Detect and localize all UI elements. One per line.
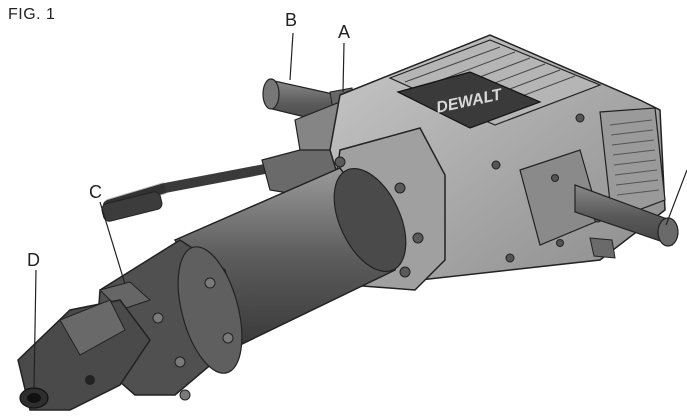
power-cord bbox=[101, 163, 275, 222]
callout-b: B bbox=[285, 10, 298, 30]
callout-lines bbox=[33, 32, 687, 389]
callout-c: C bbox=[89, 182, 102, 202]
figure-title: FIG. 1 bbox=[8, 6, 56, 23]
callout-a: A bbox=[338, 22, 351, 42]
rear-handle bbox=[574, 184, 679, 259]
tool-retainer-d bbox=[17, 299, 151, 411]
callout-d: D bbox=[27, 250, 40, 270]
